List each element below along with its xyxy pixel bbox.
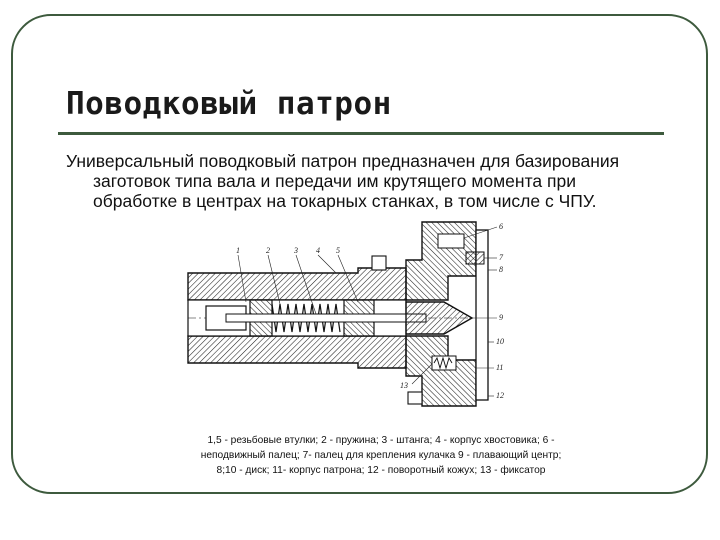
body-paragraph: Универсальный поводковый патрон предназн… (66, 151, 666, 211)
spring-assembly (205, 299, 427, 337)
callout-5: 5 (336, 246, 340, 255)
callout-3: 3 (293, 246, 298, 255)
title-divider (58, 132, 664, 135)
caption-line-2: неподвижный палец; 7- палец для креплени… (200, 450, 562, 461)
body-line-1: Универсальный поводковый патрон предназн… (66, 151, 620, 171)
body-line-2: заготовок типа вала и передачи им крутящ… (93, 171, 576, 191)
body-line-3: обработке в центрах на токарных станках,… (93, 191, 597, 211)
callout-2: 2 (266, 246, 270, 255)
callout-12: 12 (496, 391, 504, 400)
callout-7: 7 (499, 253, 504, 262)
slide-frame (11, 14, 708, 494)
callout-11: 11 (496, 363, 503, 372)
figure-caption: 1,5 - резьбовые втулки; 2 - пружина; 3 -… (166, 433, 596, 478)
drive-chuck-drawing: 1 2 3 4 5 6 7 8 9 10 11 12 13 (187, 221, 504, 407)
chuck-body (371, 221, 489, 407)
callout-10: 10 (496, 337, 504, 346)
callout-labels: 1 2 3 4 5 6 7 8 9 10 11 12 13 (236, 222, 504, 400)
caption-line-1: 1,5 - резьбовые втулки; 2 - пружина; 3 -… (207, 435, 555, 446)
callout-9: 9 (499, 313, 503, 322)
callout-6: 6 (499, 222, 503, 231)
callout-1: 1 (236, 246, 240, 255)
callout-13: 13 (400, 381, 408, 390)
callout-8: 8 (499, 265, 503, 274)
floating-center (405, 301, 474, 335)
caption-line-3: 8;10 - диск; 11- корпус патрона; 12 - по… (216, 465, 546, 476)
slide-title: Поводковый патрон (66, 86, 392, 122)
callout-4: 4 (316, 246, 320, 255)
